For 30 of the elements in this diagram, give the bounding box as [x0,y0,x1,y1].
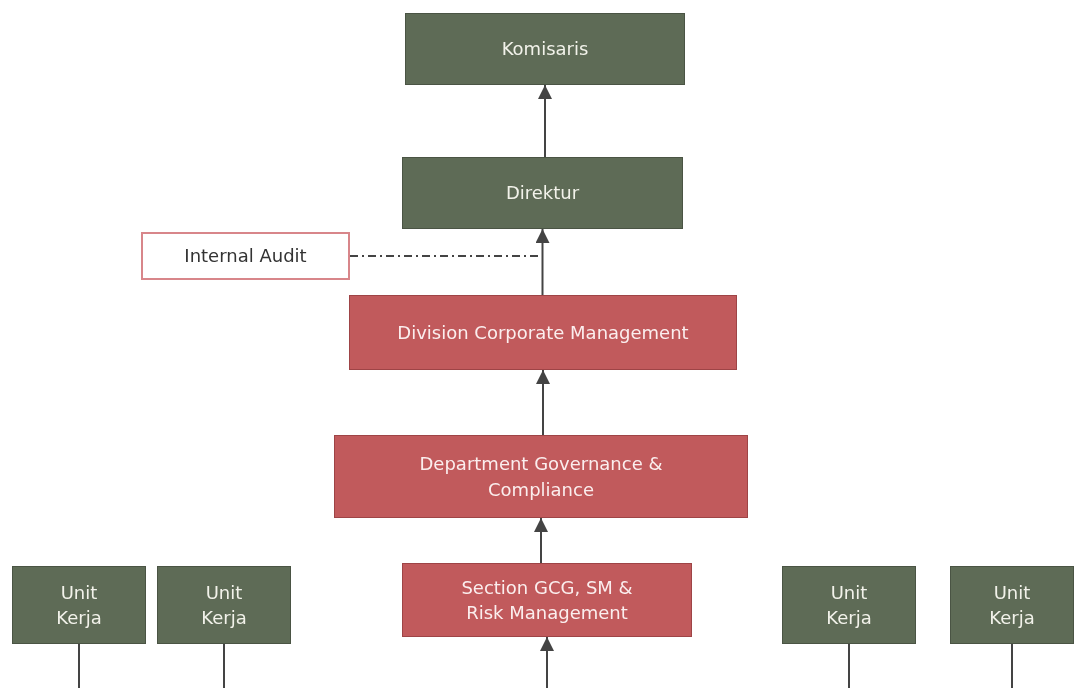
unit-box [402,157,683,229]
unit-label: Unit Kerja [825,580,873,630]
connector-line [223,643,225,688]
dashed-line [349,255,544,257]
connector-line [78,643,80,688]
unit-label: Section GCG, SM & Risk Management [460,575,634,625]
arrow [538,84,552,158]
arrow [534,517,548,564]
unit-label: Unit Kerja [988,580,1036,630]
connector-line [1011,643,1013,688]
unit-box [12,566,146,644]
arrow [536,369,550,436]
unit-box [349,295,737,370]
unit-label: Department Governance & Compliance [418,452,664,502]
unit-label: Division Corporate Management [397,320,689,345]
unit-box [402,563,692,637]
callout-box [141,232,350,280]
unit-label: Unit Kerja [55,580,103,630]
connector-line [848,643,850,688]
unit-box [157,566,291,644]
arrow [535,228,550,296]
unit-label: Komisaris [501,37,589,62]
unit-box [334,435,748,518]
unit-label: Internal Audit [184,244,307,269]
unit-box [405,13,685,85]
arrow [540,636,554,688]
unit-label: Direktur [505,181,580,206]
unit-box [782,566,916,644]
unit-box [950,566,1074,644]
unit-label: Unit Kerja [200,580,248,630]
